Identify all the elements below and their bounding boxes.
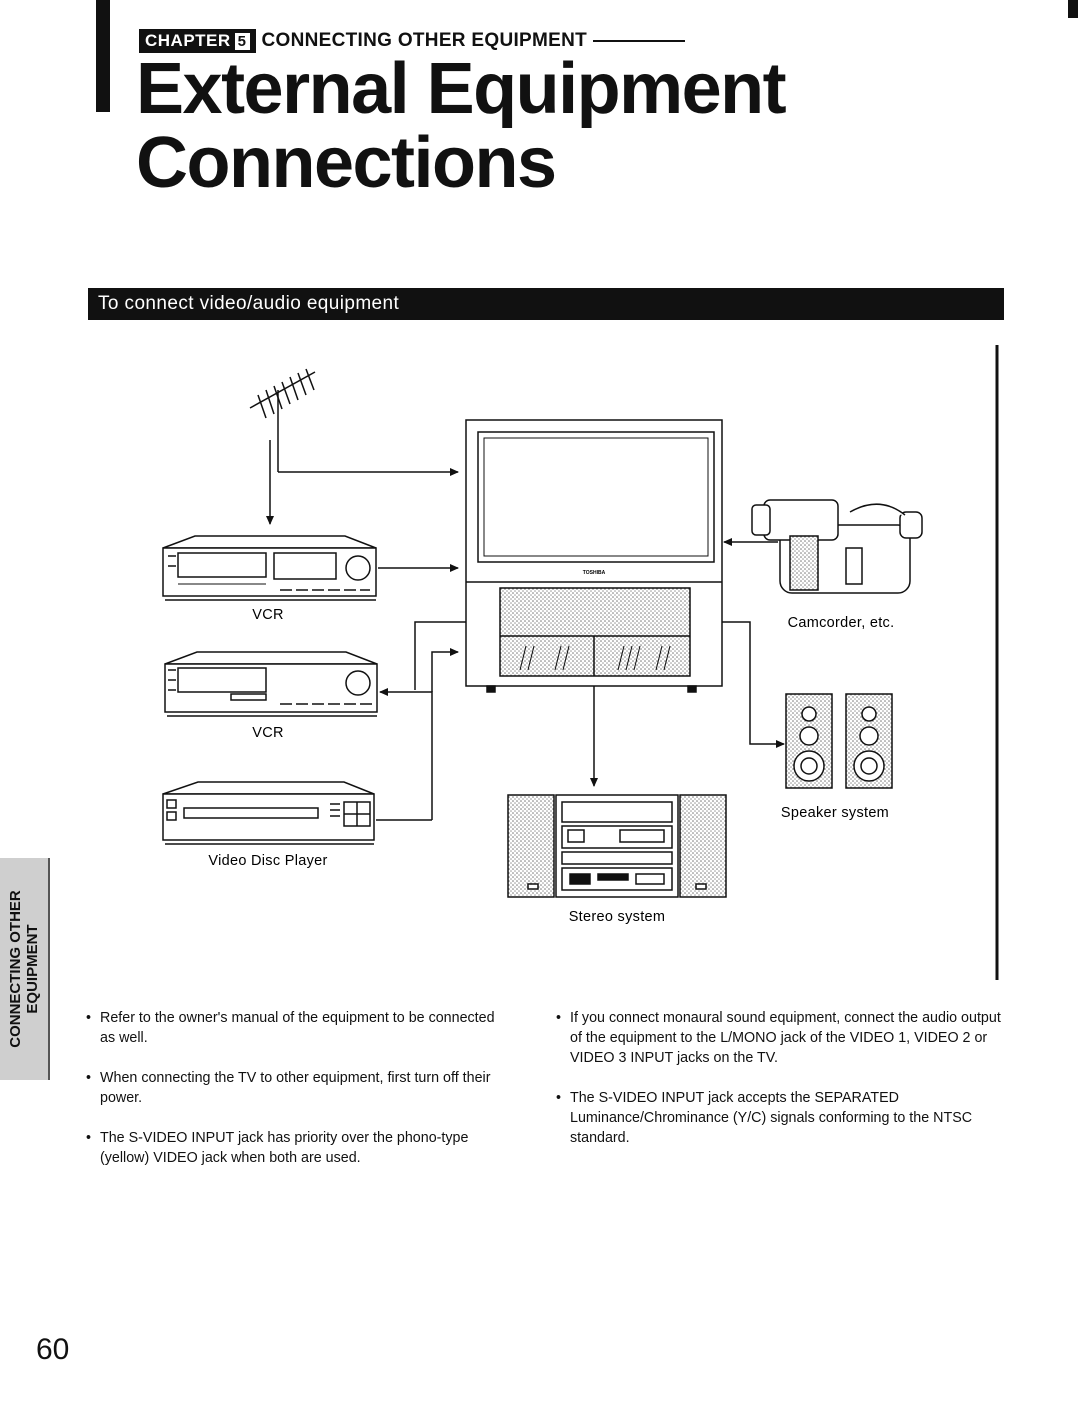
note-item: Refer to the owner's manual of the equip…: [86, 1008, 506, 1048]
chapter-number: 5: [234, 32, 250, 50]
notes-right-column: If you connect monaural sound equipment,…: [556, 1008, 1004, 1168]
note-item: If you connect monaural sound equipment,…: [556, 1008, 1004, 1068]
stereo-system-label: Stereo system: [569, 909, 666, 925]
vcr-bottom-icon: [164, 651, 378, 717]
video-disc-player-icon: [162, 781, 375, 845]
note-item: The S-VIDEO INPUT jack accepts the SEPAR…: [556, 1088, 1004, 1148]
antenna-cables: [266, 440, 459, 525]
vcr-top-icon: [162, 535, 377, 601]
side-tab-line1: CONNECTING OTHER: [7, 890, 24, 1048]
page-title-line1: External Equipment: [136, 49, 787, 129]
side-tab-line2: EQUIPMENT: [24, 924, 41, 1014]
chapter-badge: CHAPTER 5: [139, 29, 256, 53]
chapter-title: CONNECTING OTHER EQUIPMENT: [261, 30, 588, 51]
stereo-system-icon: [507, 794, 727, 898]
chapter-header: CHAPTER 5 CONNECTING OTHER EQUIPMENT: [139, 28, 686, 54]
note-item: When connecting the TV to other equipmen…: [86, 1068, 506, 1108]
diagram-frame: [995, 345, 999, 980]
tv-brand: TOSHIBA: [583, 570, 606, 576]
camcorder-label: Camcorder, etc.: [788, 615, 895, 631]
notes-left-column: Refer to the owner's manual of the equip…: [86, 1008, 506, 1188]
connection-diagram: VCR VCR Video Disc Player: [162, 345, 999, 980]
title-accent-bar: [96, 0, 110, 112]
page-title-line2: Connections: [136, 123, 557, 203]
page-title: External Equipment Connections: [136, 49, 787, 203]
video-disc-player-label: Video Disc Player: [208, 853, 327, 869]
chapter-rule: [593, 40, 686, 42]
camcorder-icon: [751, 499, 923, 594]
vcr1-label: VCR: [252, 607, 284, 623]
antenna-icon: [249, 368, 316, 440]
chapter-side-tab: CONNECTING OTHER EQUIPMENT: [0, 858, 50, 1080]
speaker-system-label: Speaker system: [781, 805, 889, 821]
tv-icon: [465, 419, 723, 693]
vcr2-disc-cables: [376, 621, 466, 821]
section-heading: To connect video/audio equipment: [98, 293, 400, 314]
page-corner-mark: [1068, 0, 1078, 18]
chapter-badge-label: CHAPTER: [145, 31, 231, 50]
vcr2-label: VCR: [252, 725, 284, 741]
side-tab-text: CONNECTING OTHER EQUIPMENT: [7, 890, 41, 1048]
section-heading-bar: To connect video/audio equipment: [88, 288, 1004, 320]
speaker-drivers: [793, 706, 885, 782]
note-item: The S-VIDEO INPUT jack has priority over…: [86, 1128, 506, 1168]
page-number: 60: [36, 1333, 70, 1366]
tv-to-speaker-cable: [722, 621, 785, 748]
